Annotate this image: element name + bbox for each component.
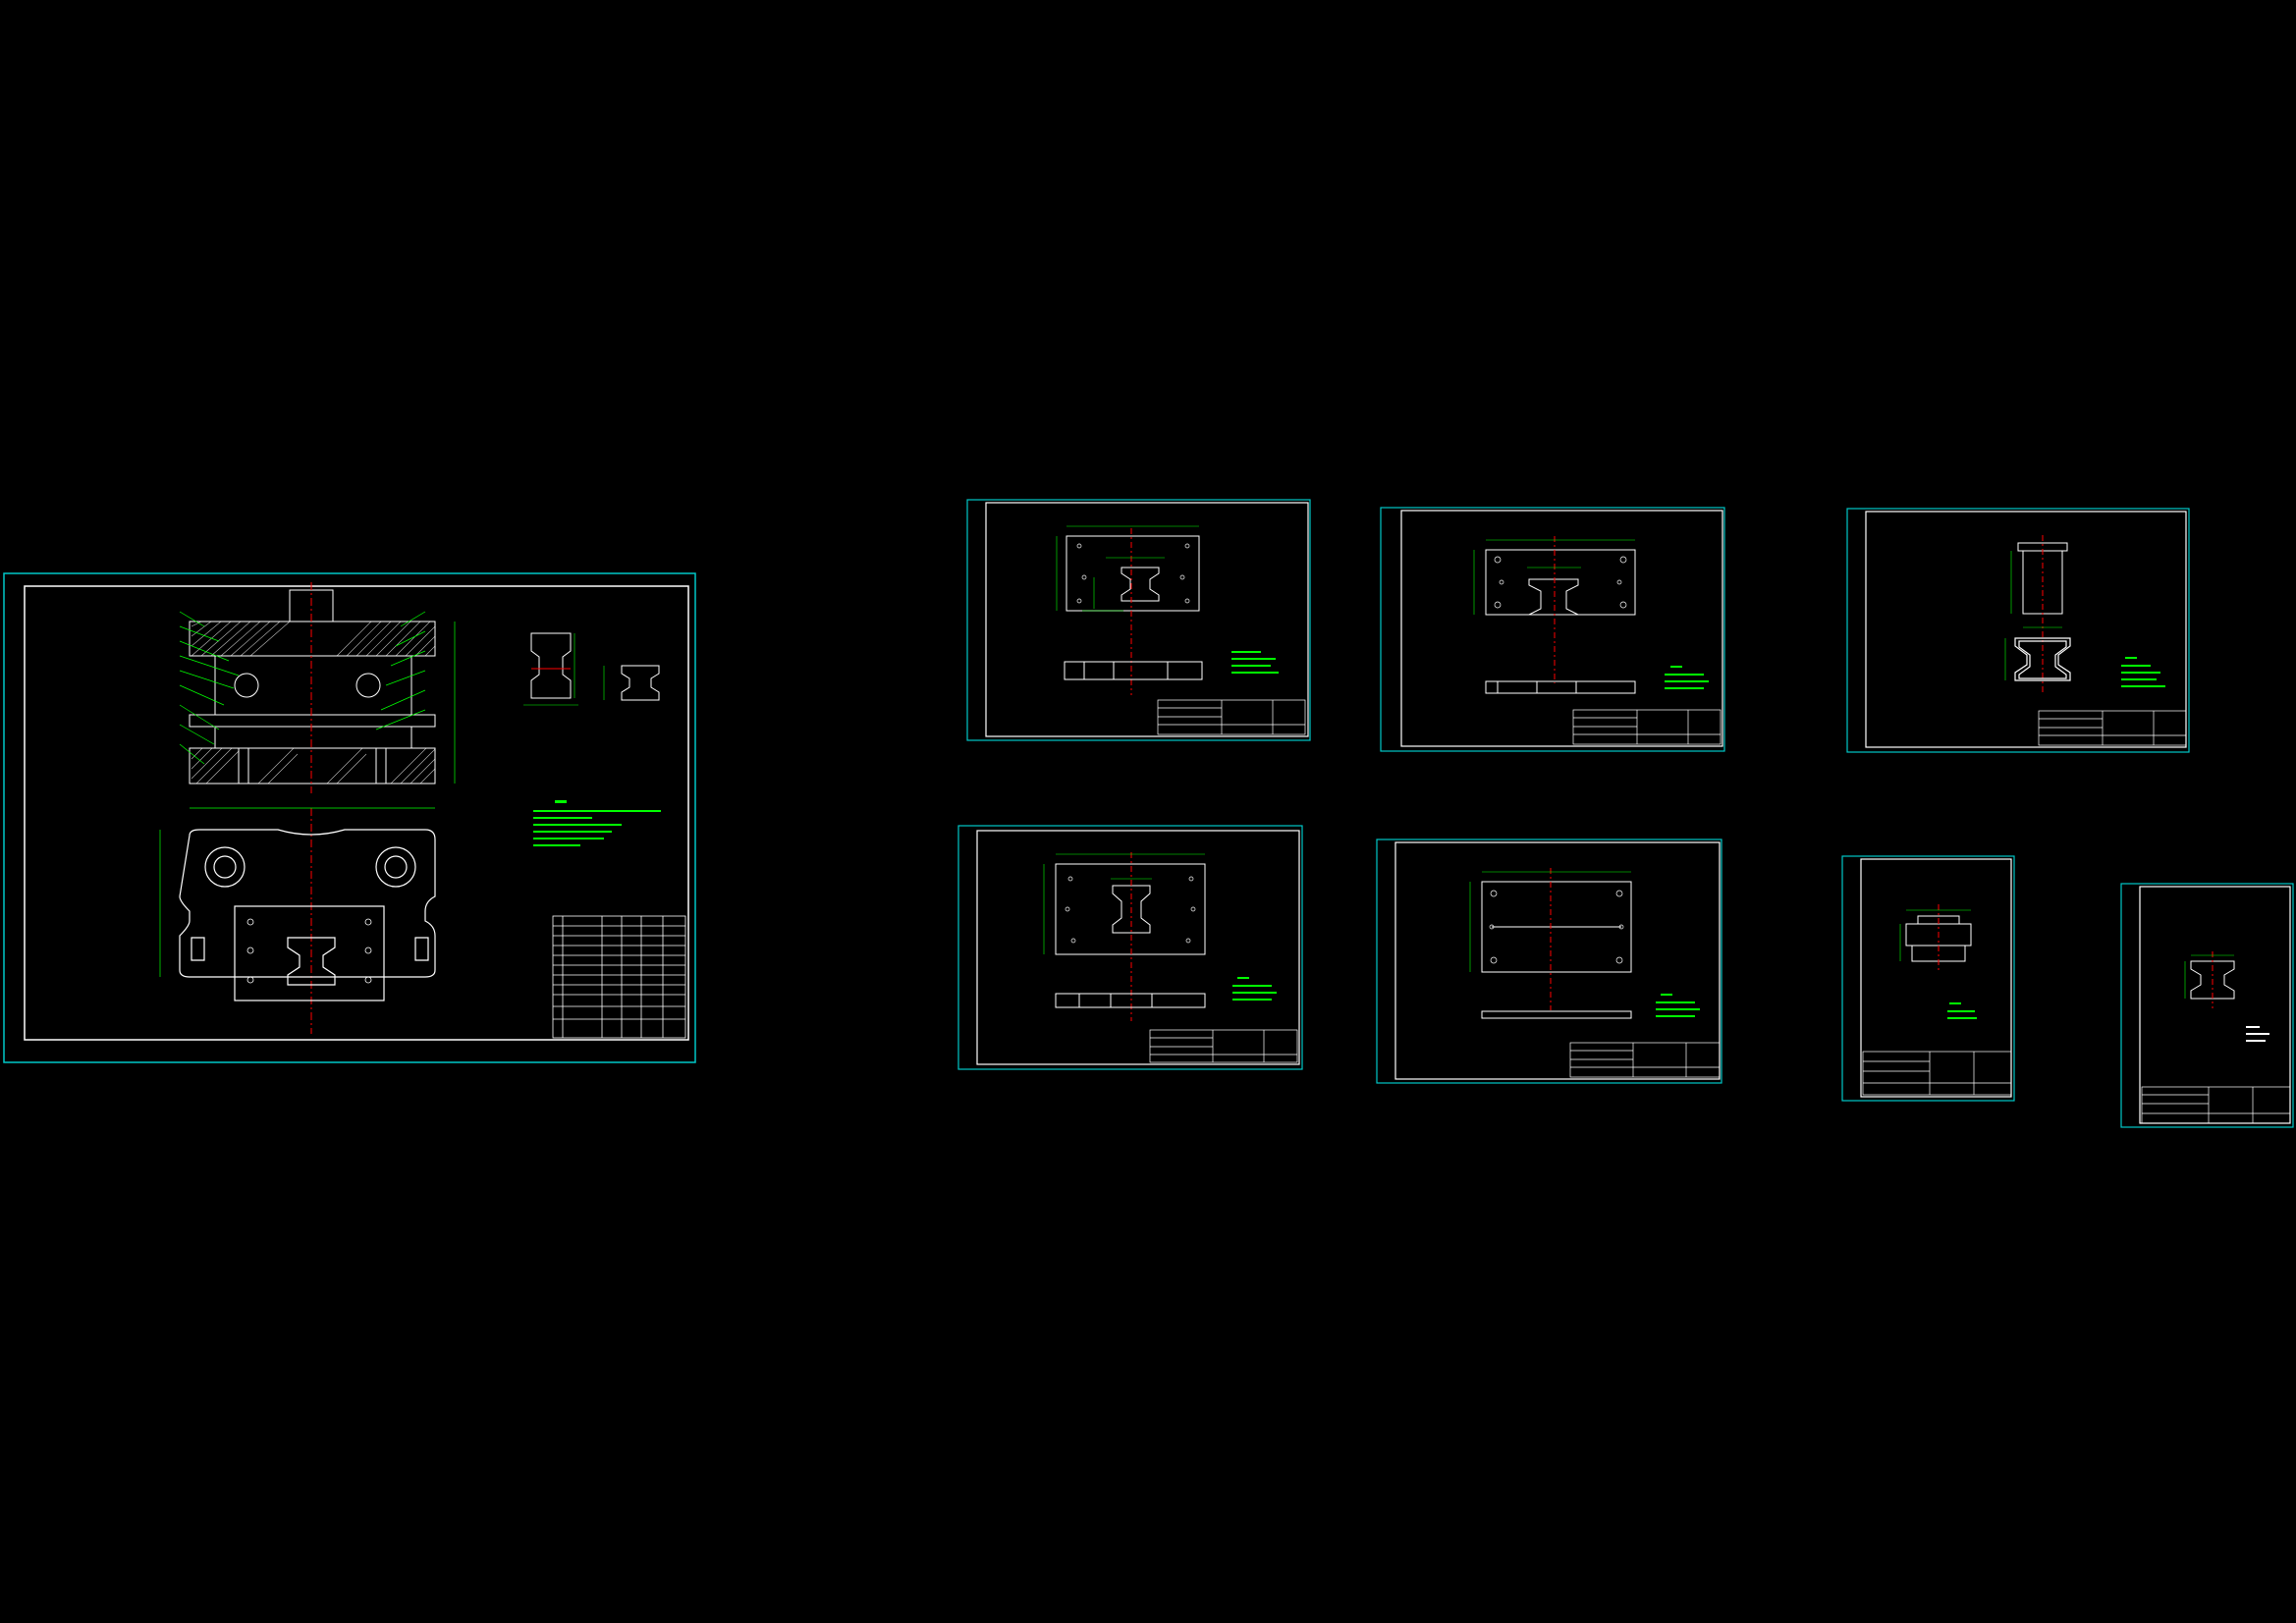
assembly-drawing-sheet[interactable] [3,572,696,1063]
part-drawing-sheet-1[interactable] [966,499,1311,741]
outer-sheet-border [3,572,696,1063]
part-drawing-sheet-2[interactable] [1380,507,1725,752]
assembly-section-view [189,589,436,784]
part-drawing-sheet-6[interactable] [1841,855,2015,1102]
part-drawing-sheet-3[interactable] [1846,508,2190,753]
part-drawing-sheet-4[interactable] [957,825,1303,1070]
part-drawing-sheet-5[interactable] [1376,839,1722,1084]
part-drawing-sheet-7[interactable] [2120,883,2294,1128]
drawing-frame [24,585,689,1041]
plan-dimensions [159,807,435,977]
plan-holes [246,918,372,984]
section-hatching [191,621,436,784]
detail-punch-view [530,632,660,701]
parts-list-title-block [552,915,686,1039]
leader-lines [179,611,456,784]
assembly-plan-view [179,829,436,1001]
technical-notes [533,800,661,846]
